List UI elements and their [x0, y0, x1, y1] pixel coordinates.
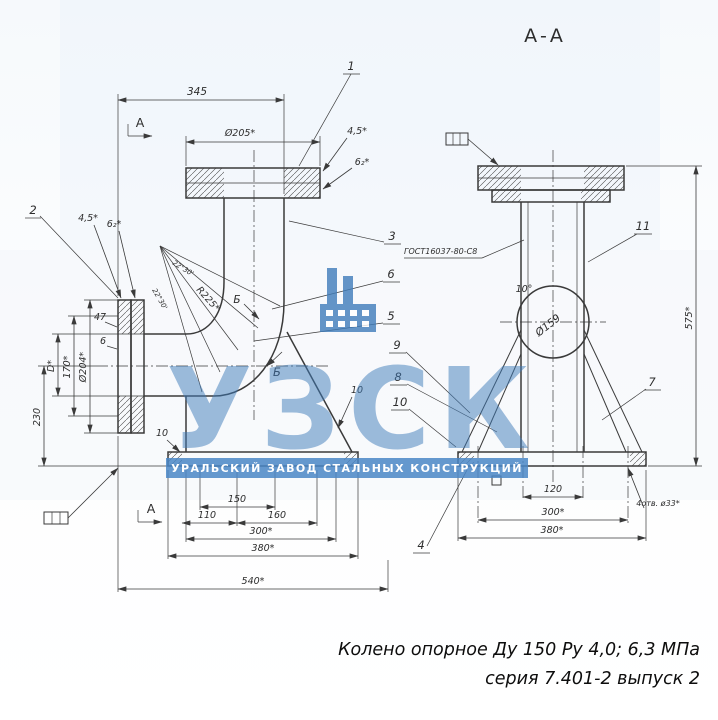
weld-symbol-icon [467, 138, 499, 166]
dim-thk-right: 10 [351, 385, 363, 396]
watermark-abbr: УЗСК [166, 345, 538, 475]
front-view-outline [96, 150, 359, 467]
callout-7: 7 [648, 375, 656, 389]
caption-line-1: Колено опорное Ду 150 Ру 4,0; 6,3 МПа [338, 640, 700, 660]
dim-47: 47 [94, 312, 106, 323]
watermark-banner-text: УРАЛЬСКИЙ ЗАВОД СТАЛЬНЫХ КОНСТРУКЦИЙ [171, 462, 523, 475]
callout-5: 5 [387, 309, 394, 323]
dim-flange-dia: Ø205* [224, 128, 256, 139]
dim-6-2-right: 6₂* [355, 157, 370, 168]
dim-110: 110 [198, 510, 216, 521]
callout-2: 2 [29, 203, 36, 217]
callout-9: 9 [393, 338, 400, 352]
section-arrow-top: А [136, 115, 145, 130]
callout-3: 3 [388, 229, 395, 243]
callout-6: 6 [387, 267, 394, 281]
view-label-b1: Б [233, 294, 240, 306]
drawing-caption: Колено опорное Ду 150 Ру 4,0; 6,3 МПа се… [338, 636, 700, 694]
section-title: А-А [524, 25, 566, 47]
dim-4-5-left: 4,5* [78, 213, 98, 224]
dim-300-front: 300* [250, 526, 273, 537]
dim-575: 575* [684, 306, 695, 329]
dim-thk-left: 10 [156, 428, 168, 439]
callout-1: 1 [347, 59, 354, 73]
dim-6: 6 [100, 336, 106, 347]
weld-symbol-icon [67, 467, 119, 519]
dim-170: 170* [62, 355, 73, 378]
dim-380-front: 380* [252, 543, 275, 554]
dim-6-2-left: 6₂* [107, 219, 122, 230]
callout-10: 10 [393, 395, 408, 409]
dim-angle-10: 10° [516, 284, 533, 295]
section-arrow-bottom: А [147, 501, 156, 516]
dim-160: 160 [268, 510, 286, 521]
dim-540: 540* [242, 576, 265, 587]
dim-holes: 4отв. ø33* [636, 499, 680, 508]
drawing-canvas: 345 Ø205* 4,5* 6₂* 1 3 2 4,5* 6₂* R225* … [25, 25, 702, 592]
dim-345: 345 [187, 86, 207, 98]
callout-8: 8 [394, 370, 401, 384]
view-label-b2: Б [273, 365, 281, 379]
front-view-dimensions: 345 Ø205* 4,5* 6₂* 1 3 2 4,5* 6₂* R225* … [25, 59, 401, 592]
caption-line-2: серия 7.401-2 выпуск 2 [485, 668, 700, 689]
watermark-banner [166, 458, 528, 478]
section-view-dimensions: ГОСТ16037-80-С8 11 10° Ø159 575* 9 8 10 … [389, 165, 702, 554]
dim-150: 150 [228, 494, 246, 505]
watermark: УЗСК УРАЛЬСКИЙ ЗАВОД СТАЛЬНЫХ КОНСТРУКЦИ… [166, 268, 538, 478]
section-view-outline: А-А [445, 25, 647, 524]
dim-4-5-right: 4,5* [347, 126, 367, 137]
weld-spec: ГОСТ16037-80-С8 [404, 247, 477, 256]
dim-300-section: 300* [542, 507, 565, 518]
dim-120: 120 [544, 484, 562, 495]
callout-11: 11 [636, 219, 651, 233]
dim-230: 230 [32, 408, 43, 426]
factory-icon [320, 268, 376, 332]
dim-204: Ø204* [78, 352, 89, 384]
dim-380-section: 380* [541, 525, 564, 536]
callout-4: 4 [417, 538, 424, 552]
